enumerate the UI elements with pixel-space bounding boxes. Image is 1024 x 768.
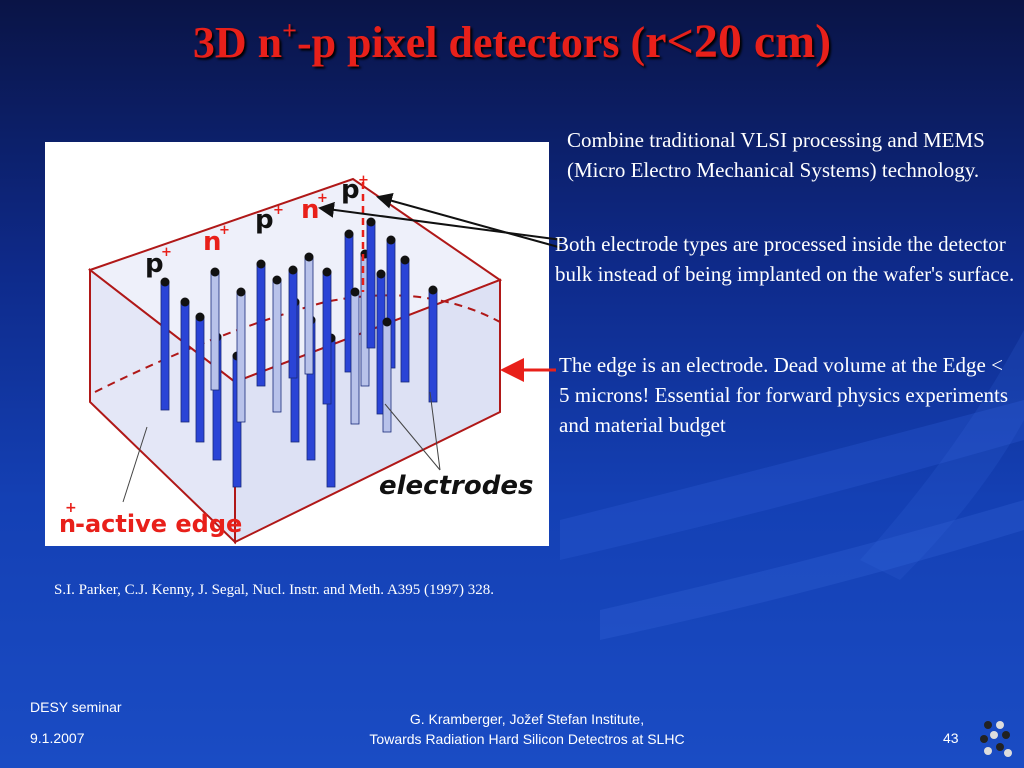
institute-logo-icon xyxy=(980,721,1012,757)
n-electrode-column xyxy=(180,301,190,423)
label-active-edge-sup: + xyxy=(65,500,77,516)
pointer-line-active-edge xyxy=(122,426,148,503)
footer-seminar: DESY seminar xyxy=(30,699,122,715)
footer-author-line2: Towards Radiation Hard Silicon Detectros… xyxy=(369,731,685,747)
n-electrode-column xyxy=(195,316,205,443)
n-electrode-column xyxy=(160,281,170,411)
p-electrode-column xyxy=(272,279,282,413)
p-electrode-column xyxy=(350,291,360,425)
text-electrodes-in-bulk: Both electrode types are processed insid… xyxy=(555,232,1015,286)
p-electrode-column xyxy=(382,321,392,433)
pointer-line-electrodes-b xyxy=(429,391,441,471)
label-p-top-sup: + xyxy=(358,173,369,188)
electrode-column-cap xyxy=(386,235,396,245)
label-n-left: n xyxy=(203,227,222,257)
label-active-edge-rest: -active edge xyxy=(75,510,242,538)
electrode-column-cap xyxy=(428,285,438,295)
footer-date: 9.1.2007 xyxy=(30,730,85,746)
label-p-mid-sup: + xyxy=(273,203,284,218)
electrode-column-cap xyxy=(195,312,205,322)
label-n-left-sup: + xyxy=(219,223,230,238)
p-electrode-column xyxy=(210,271,220,391)
slide-title: 3D n+-p pixel detectors (r<20 cm) xyxy=(192,15,832,68)
electrode-column-cap xyxy=(304,252,314,262)
n-electrode-column xyxy=(428,289,438,403)
electrode-column-cap xyxy=(180,297,190,307)
text-vlsi-mems: Combine traditional VLSI processing and … xyxy=(567,128,985,182)
n-electrode-column xyxy=(400,259,410,383)
electrode-column-cap xyxy=(322,267,332,277)
electrode-column-cap xyxy=(236,287,246,297)
electrode-column-cap xyxy=(382,317,392,327)
electrode-column-cap xyxy=(256,259,266,269)
electrode-column-cap xyxy=(272,275,282,285)
n-electrode-column xyxy=(256,263,266,387)
electrode-column-cap xyxy=(160,277,170,287)
n-electrode-column xyxy=(366,221,376,349)
electrode-column-cap xyxy=(210,267,220,277)
pointer-line-electrodes-a xyxy=(384,403,441,471)
footer-author-line1: G. Kramberger, Jožef Stefan Institute, xyxy=(409,711,645,727)
citation-reference: S.I. Parker, C.J. Kenny, J. Segal, Nucl.… xyxy=(54,582,495,598)
electrode-column-cap xyxy=(400,255,410,265)
n-electrode-column xyxy=(322,271,332,405)
text-edge-electrode: The edge is an electrode. Dead volume at… xyxy=(559,353,1009,437)
footer-author: G. Kramberger, Jožef Stefan Institute, T… xyxy=(0,709,1024,749)
label-n-mid-sup: + xyxy=(317,191,328,206)
p-electrode-column xyxy=(236,291,246,423)
page-number: 43 xyxy=(943,730,959,746)
label-p-mid: p xyxy=(255,205,274,235)
electrode-column-cap xyxy=(288,265,298,275)
label-electrodes: electrodes xyxy=(379,471,533,501)
label-p-top: p xyxy=(341,175,360,205)
p-electrode-column xyxy=(304,256,314,375)
detector-diagram: p + n + p + n + p + electrodes + n -acti… xyxy=(45,142,549,546)
label-p-left-sup: + xyxy=(161,245,172,260)
label-n-mid: n xyxy=(301,195,320,225)
label-p-left: p xyxy=(145,249,164,279)
electrode-column-cap xyxy=(366,217,376,227)
electrode-column-cap xyxy=(344,229,354,239)
label-active-edge-n: n xyxy=(59,510,76,538)
electrode-column-cap xyxy=(376,269,386,279)
n-electrode-column xyxy=(288,269,298,379)
electrode-column-cap xyxy=(350,287,360,297)
